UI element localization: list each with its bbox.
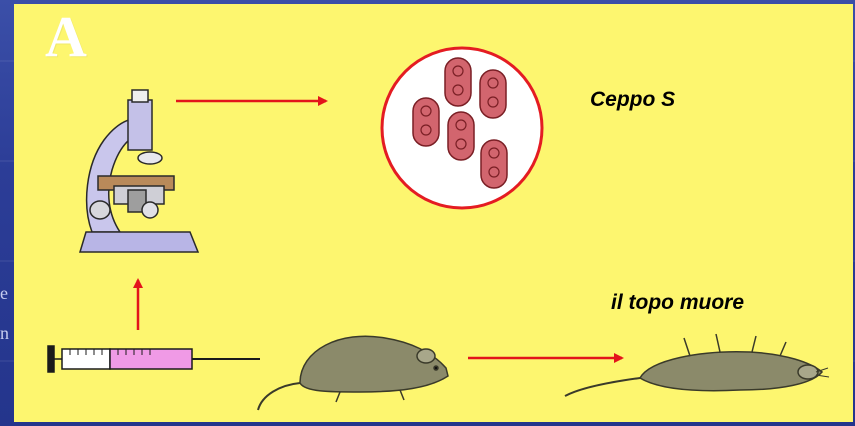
bacteria-circle-icon	[382, 48, 542, 208]
microscope-icon	[80, 90, 198, 252]
syringe-icon	[48, 346, 260, 372]
dead-mouse-icon	[565, 334, 829, 396]
live-mouse-icon	[258, 336, 448, 410]
